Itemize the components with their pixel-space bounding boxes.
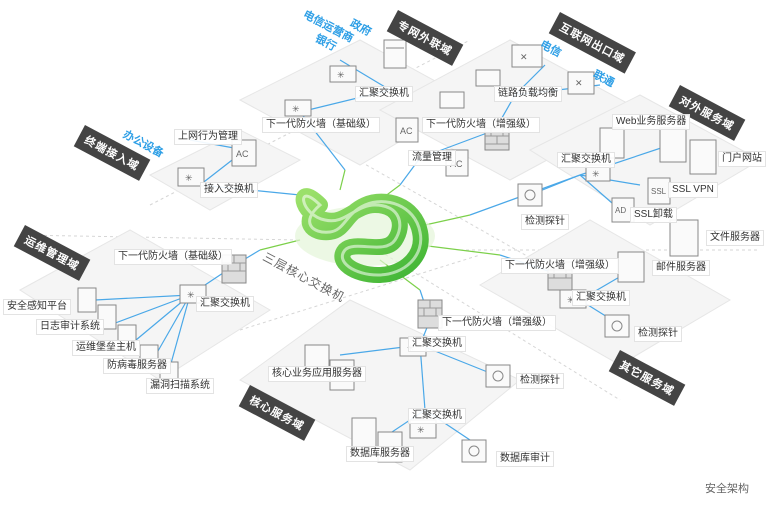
label-log-audit: 日志审计系统	[36, 319, 104, 335]
server-icon	[617, 251, 645, 283]
label-vuln-scan: 漏洞扫描系统	[146, 378, 214, 394]
label-mail-server: 邮件服务器	[652, 260, 710, 276]
server-icon	[383, 39, 407, 69]
svg-text:✕: ✕	[520, 52, 528, 62]
label-fw-internet: 下一代防火墙（增强级）	[422, 117, 540, 133]
label-db-audit: 数据库审计	[496, 451, 554, 467]
switch-icon	[439, 91, 465, 109]
firewall-icon	[221, 254, 247, 284]
label-ssl-vpn: SSL VPN	[668, 182, 718, 198]
switch-icon: ✳	[329, 65, 357, 83]
switch-icon: ✳	[284, 99, 312, 117]
label-agg-ops: 汇聚交换机	[196, 296, 254, 312]
svg-text:✳: ✳	[417, 425, 425, 435]
label-file-server: 文件服务器	[706, 230, 764, 246]
label-link-lb: 链路负载均衡	[494, 86, 562, 102]
svg-text:AC: AC	[400, 126, 413, 136]
switch-icon	[475, 69, 501, 87]
label-fw-ops: 下一代防火墙（基础级）	[114, 249, 232, 265]
label-agg-external: 汇聚交换机	[557, 152, 615, 168]
server-icon	[659, 127, 687, 163]
label-core-app: 核心业务应用服务器	[268, 366, 366, 382]
probe-icon	[461, 439, 487, 463]
svg-text:✳: ✳	[567, 295, 575, 305]
svg-text:✕: ✕	[575, 78, 583, 88]
label-agg-wanlian: 汇聚交换机	[355, 86, 413, 102]
router-icon: ✕	[567, 71, 595, 95]
server-icon	[669, 219, 699, 257]
label-probe-external: 检测探针	[521, 214, 569, 230]
server-icon	[689, 139, 717, 175]
label-antivirus: 防病毒服务器	[103, 358, 171, 374]
router-icon: ✕	[511, 44, 543, 68]
svg-text:✳: ✳	[292, 104, 300, 114]
svg-text:✳: ✳	[592, 169, 600, 179]
svg-text:✳: ✳	[337, 70, 345, 80]
label-access-switch: 接入交换机	[200, 182, 258, 198]
core-switch-ring	[295, 188, 435, 283]
label-probe-other: 检测探针	[634, 326, 682, 342]
label-portal: 门户网站	[718, 151, 766, 167]
switch-icon: ✳	[177, 167, 205, 187]
label-web-servers: Web业务服务器	[612, 114, 691, 130]
ssl-icon: SSL	[647, 177, 671, 205]
label-bastion: 运维堡垒主机	[72, 340, 140, 356]
svg-text:AC: AC	[450, 159, 463, 169]
switch-icon: ✳	[585, 164, 611, 182]
probe-icon	[485, 364, 511, 388]
probe-icon	[517, 183, 543, 207]
label-agg-core2: 汇聚交换机	[408, 408, 466, 424]
label-probe-core: 检测探针	[516, 373, 564, 389]
svg-text:✳: ✳	[187, 290, 195, 300]
label-agg-core1: 汇聚交换机	[408, 336, 466, 352]
label-agg-other: 汇聚交换机	[572, 290, 630, 306]
server-icon	[77, 287, 97, 313]
label-fw-other: 下一代防火墙（增强级）	[501, 258, 619, 274]
ac-icon: AC	[231, 139, 257, 167]
label-fw-core: 下一代防火墙（增强级）	[438, 315, 556, 331]
label-fw-wanlian: 下一代防火墙（基础级）	[262, 117, 380, 133]
svg-text:AC: AC	[236, 149, 249, 159]
label-ssl-offload: SSL卸载	[630, 207, 677, 223]
probe-icon	[604, 314, 630, 338]
ac-icon: AC	[395, 117, 419, 143]
svg-text:✳: ✳	[185, 173, 193, 183]
label-traffic-mgmt: 流量管理	[408, 150, 456, 166]
label-behavior-mgmt: 上网行为管理	[174, 129, 242, 145]
label-db-server: 数据库服务器	[346, 446, 414, 462]
server-icon	[351, 417, 377, 449]
svg-text:AD: AD	[615, 206, 626, 215]
label-sec-platform: 安全感知平台	[3, 299, 71, 315]
footer-caption: 安全架构	[705, 483, 749, 495]
svg-text:SSL: SSL	[651, 187, 667, 196]
